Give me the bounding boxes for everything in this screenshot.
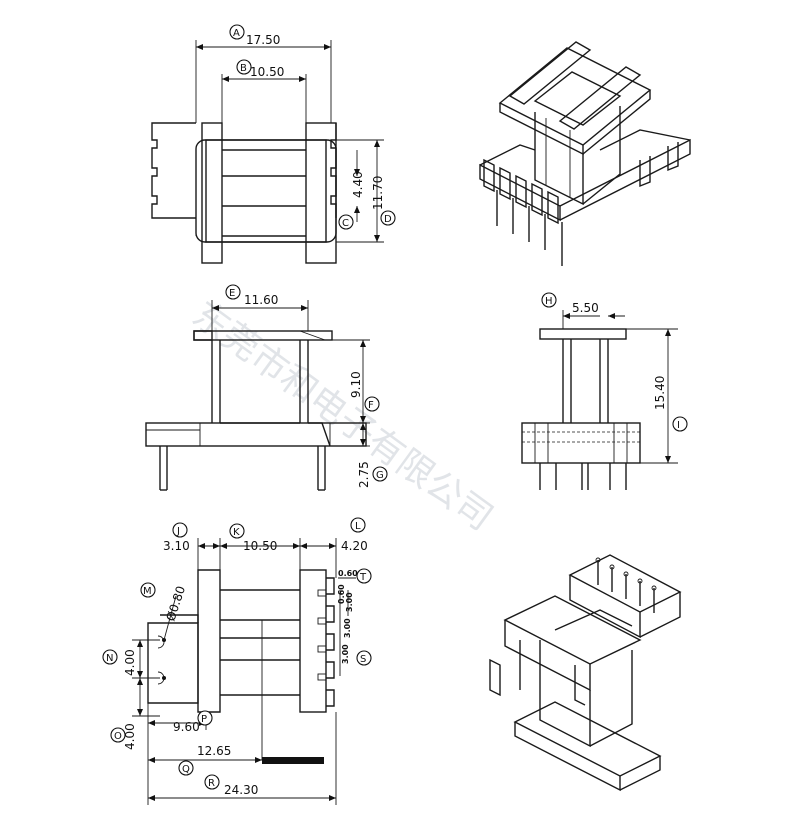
isometric-view-top [479, 41, 691, 266]
svg-text:H: H [545, 296, 553, 307]
dim-q-value: 12.65 [197, 744, 231, 758]
dim-e-value: 11.60 [244, 293, 278, 307]
dim-g-value: 2.75 [357, 461, 371, 488]
callout-g: G [372, 466, 388, 482]
callout-b: B [236, 59, 252, 75]
svg-text:F: F [368, 400, 374, 411]
callout-p: P [197, 710, 213, 726]
dim-n-value: 4.00 [123, 649, 137, 676]
svg-text:D: D [384, 214, 392, 225]
svg-text:G: G [376, 470, 384, 481]
dim-i-value: 15.40 [653, 376, 667, 410]
dim-b-value: 10.50 [250, 65, 284, 79]
callout-n: N [102, 649, 118, 665]
callout-q: Q [178, 760, 194, 776]
callout-k: K [229, 523, 245, 539]
dim-t-value: 0.60 [338, 569, 358, 578]
dim-k-value: 10.50 [243, 539, 277, 553]
dim-o-value: 4.00 [123, 723, 137, 750]
dim-s1-value: 0.60 [337, 584, 346, 604]
callout-o: O [110, 727, 126, 743]
svg-text:B: B [240, 63, 247, 74]
svg-text:S: S [360, 654, 366, 665]
svg-text:A: A [233, 28, 240, 39]
svg-text:P: P [201, 714, 207, 725]
callout-i: I [672, 416, 688, 432]
svg-text:J: J [176, 526, 180, 537]
callout-c: C [338, 214, 354, 230]
callout-r: R [204, 774, 220, 790]
front-view [145, 300, 370, 491]
callout-l: L [350, 517, 366, 533]
dim-h-value: 5.50 [572, 301, 599, 315]
svg-text:I: I [677, 420, 680, 431]
callout-j: J [172, 522, 188, 538]
callout-e: E [225, 284, 241, 300]
isometric-view-bottom [489, 554, 682, 792]
svg-text:T: T [359, 572, 367, 583]
svg-text:Q: Q [182, 764, 190, 775]
dim-p-value: 9.60 [173, 720, 200, 734]
callout-m: M [140, 582, 156, 598]
dim-l-value: 4.20 [341, 539, 368, 553]
dim-j-value: 3.10 [163, 539, 190, 553]
callout-d: D [380, 210, 396, 226]
callout-t: T [356, 568, 372, 584]
callout-h: H [541, 292, 557, 308]
dim-a-value: 17.50 [246, 33, 280, 47]
dim-m-value: Ø0.80 [164, 584, 188, 623]
svg-text:O: O [114, 731, 122, 742]
callout-f: F [364, 396, 380, 412]
callout-a: A [229, 24, 245, 40]
dim-c-value: 4.40 [351, 171, 365, 198]
svg-text:L: L [355, 521, 361, 532]
bottom-view [132, 538, 337, 805]
dim-s3-value: 3.00 [343, 618, 352, 638]
svg-text:R: R [208, 778, 215, 789]
svg-text:M: M [143, 586, 152, 597]
svg-text:K: K [233, 527, 240, 538]
top-view [151, 40, 384, 264]
dim-d-value: 11.70 [371, 176, 385, 210]
svg-text:C: C [342, 218, 349, 229]
callout-s: S [356, 650, 372, 666]
dim-s4-value: 3.00 [341, 644, 350, 664]
dim-r-value: 24.30 [224, 783, 258, 797]
dim-f-value: 9.10 [349, 371, 363, 398]
dim-s2-value: 3.00 [345, 592, 354, 612]
svg-text:E: E [229, 288, 235, 299]
svg-text:N: N [106, 653, 113, 664]
